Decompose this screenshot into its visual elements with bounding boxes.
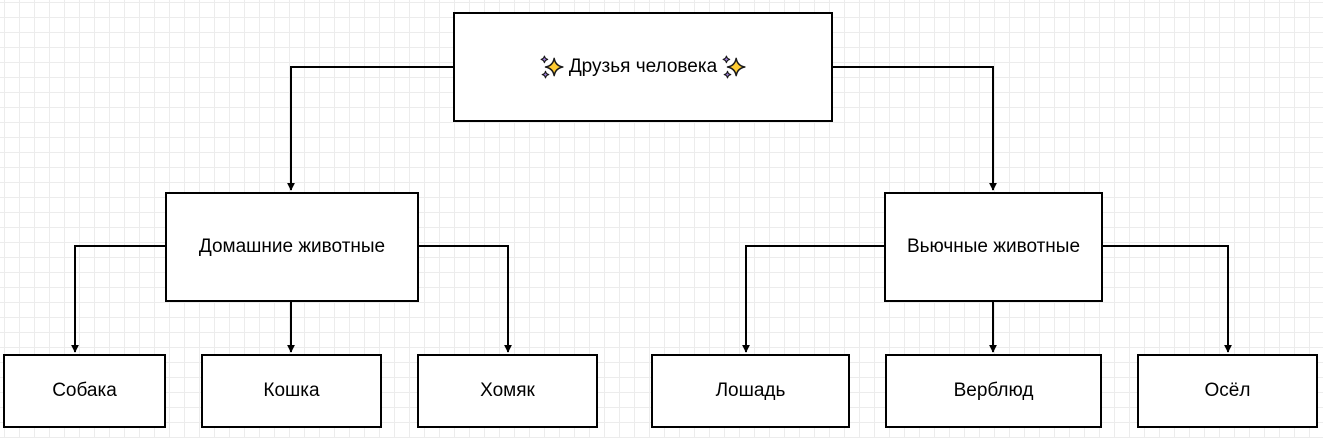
leaf-node-dog: Собака xyxy=(3,354,166,428)
leaf-node-cat: Кошка xyxy=(201,354,382,428)
category-node-pack: Вьючные животные xyxy=(884,192,1103,302)
connector-pack-horse xyxy=(742,245,885,353)
leaf-node-hamster: Хомяк xyxy=(417,354,598,428)
leaf-node-camel: Верблюд xyxy=(885,354,1102,428)
root-node: Друзья человека xyxy=(453,12,833,122)
leaf-node-horse: Лошадь xyxy=(651,354,850,428)
sparkles-icon xyxy=(540,55,564,79)
connector-domestic-hamster xyxy=(418,245,512,353)
category-node-domestic: Домашние животные xyxy=(165,192,419,302)
root-label: Друзья человека xyxy=(568,56,718,77)
connector-domestic-dog xyxy=(71,245,165,353)
connector-root-pack xyxy=(833,66,997,191)
leaf-node-donkey: Осёл xyxy=(1137,354,1318,428)
connector-pack-donkey xyxy=(1102,245,1232,353)
connector-root-domestic xyxy=(287,66,454,191)
sparkles-icon xyxy=(722,55,746,79)
